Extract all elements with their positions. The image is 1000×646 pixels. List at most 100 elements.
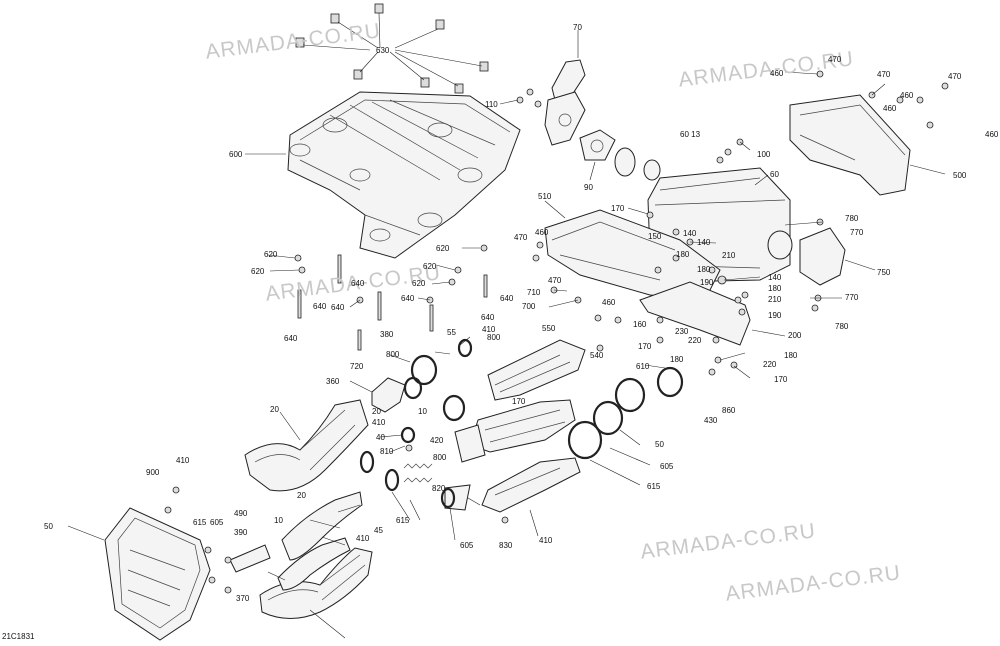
callout: 410 <box>356 534 370 543</box>
callout: 780 <box>845 214 859 223</box>
callout: 180 <box>784 351 798 360</box>
callout: 640 <box>313 302 327 311</box>
callout: 800 <box>487 333 501 342</box>
callout: 615 <box>647 482 661 491</box>
callout: 830 <box>499 541 513 550</box>
callout: 460 <box>900 91 914 100</box>
heat-shield-610 <box>67 507 211 641</box>
callout: 420 <box>430 436 444 445</box>
callout: 220 <box>763 360 777 369</box>
callout: 180 <box>676 250 690 259</box>
callout: 90 <box>584 183 593 192</box>
bolt-set-630 <box>295 3 489 94</box>
callout: 140 <box>768 273 782 282</box>
callout: 410 <box>176 456 190 465</box>
callout: 640 <box>351 279 365 288</box>
callout: 390 <box>234 528 248 537</box>
callout: 360 <box>326 377 340 386</box>
callout: 410 <box>482 325 496 334</box>
fasteners <box>164 70 949 594</box>
callout: 190 <box>700 278 714 287</box>
callout: 460 <box>883 104 897 113</box>
exhaust-shield-360 <box>244 399 369 492</box>
callout: 800 <box>433 453 447 462</box>
exhaust-pipe-380 <box>487 339 586 401</box>
callout: 605 <box>660 462 674 471</box>
callout: 820 <box>432 484 446 493</box>
heat-shield-500 <box>789 94 946 196</box>
callout: 45 <box>374 526 383 535</box>
exhaust-pipe-70 <box>544 30 586 146</box>
callout: 200 <box>788 331 802 340</box>
callout: 470 <box>877 70 891 79</box>
callout: 770 <box>845 293 859 302</box>
skid-plate-600 <box>245 91 521 259</box>
callout: 620 <box>251 267 265 276</box>
callout: 700 <box>522 302 536 311</box>
callout: 770 <box>850 228 864 237</box>
callout: 140 <box>683 229 697 238</box>
callout: 410 <box>539 536 553 545</box>
callout: 620 <box>436 244 450 253</box>
callout: 110 <box>485 100 498 109</box>
callout: 710 <box>527 288 541 297</box>
callout: 50 <box>655 440 664 449</box>
diagram-code: 21C1831 <box>2 632 35 641</box>
callout: 380 <box>380 330 394 339</box>
callout: 20 <box>372 407 381 416</box>
callout: 470 <box>514 233 528 242</box>
callout: 630 <box>376 46 390 55</box>
callout: 500 <box>953 171 967 180</box>
callout: 170 <box>774 375 788 384</box>
callout: 900 <box>146 468 160 477</box>
callout: 860 <box>722 406 736 415</box>
exhaust-pipe-40 <box>454 399 576 463</box>
callout: 180 <box>768 284 782 293</box>
callout: 540 <box>590 351 604 360</box>
callout: 20 <box>297 491 306 500</box>
callout: 640 <box>331 303 345 312</box>
callout: 170 <box>638 342 652 351</box>
callout: 460 <box>985 130 999 139</box>
callout: 470 <box>828 55 842 64</box>
callout: 10 <box>418 407 427 416</box>
callout: 470 <box>548 276 562 285</box>
callout: 490 <box>234 509 248 518</box>
callout: 370 <box>236 594 250 603</box>
callout: 70 <box>573 23 582 32</box>
callout: 640 <box>401 294 415 303</box>
callout: 410 <box>372 418 386 427</box>
exhaust-pipe-390 <box>444 457 581 537</box>
callout: 50 <box>44 522 53 531</box>
callout: 605 <box>210 518 224 527</box>
callout: 615 <box>193 518 207 527</box>
callout: 720 <box>350 362 364 371</box>
callout: 610 <box>636 362 650 371</box>
callout: 460 <box>770 69 784 78</box>
callout: 640 <box>500 294 514 303</box>
heat-shield-750 <box>799 227 876 286</box>
exhaust-pipe-540 <box>349 377 406 413</box>
callout: 640 <box>284 334 298 343</box>
leader-lines <box>267 71 886 581</box>
callout: 220 <box>688 336 702 345</box>
callout: 60 13 <box>680 130 701 139</box>
callout: 460 <box>535 228 549 237</box>
callout: 550 <box>542 324 556 333</box>
callout: 60 <box>770 170 779 179</box>
callout: 170 <box>611 204 625 213</box>
callout: 750 <box>877 268 891 277</box>
callout: 180 <box>670 355 684 364</box>
callout: 605 <box>460 541 474 550</box>
callout: 810 <box>380 447 394 456</box>
callout: 55 <box>447 328 456 337</box>
callout: 640 <box>481 313 495 322</box>
springs-50 <box>403 463 433 483</box>
callout: 510 <box>538 192 552 201</box>
bracket-90 <box>579 129 616 181</box>
callout: 10 <box>274 516 283 525</box>
callout: 600 <box>229 150 243 159</box>
callout: 800 <box>386 350 400 359</box>
callout: 40 <box>376 433 385 442</box>
exhaust-pipe-800 <box>229 491 363 591</box>
